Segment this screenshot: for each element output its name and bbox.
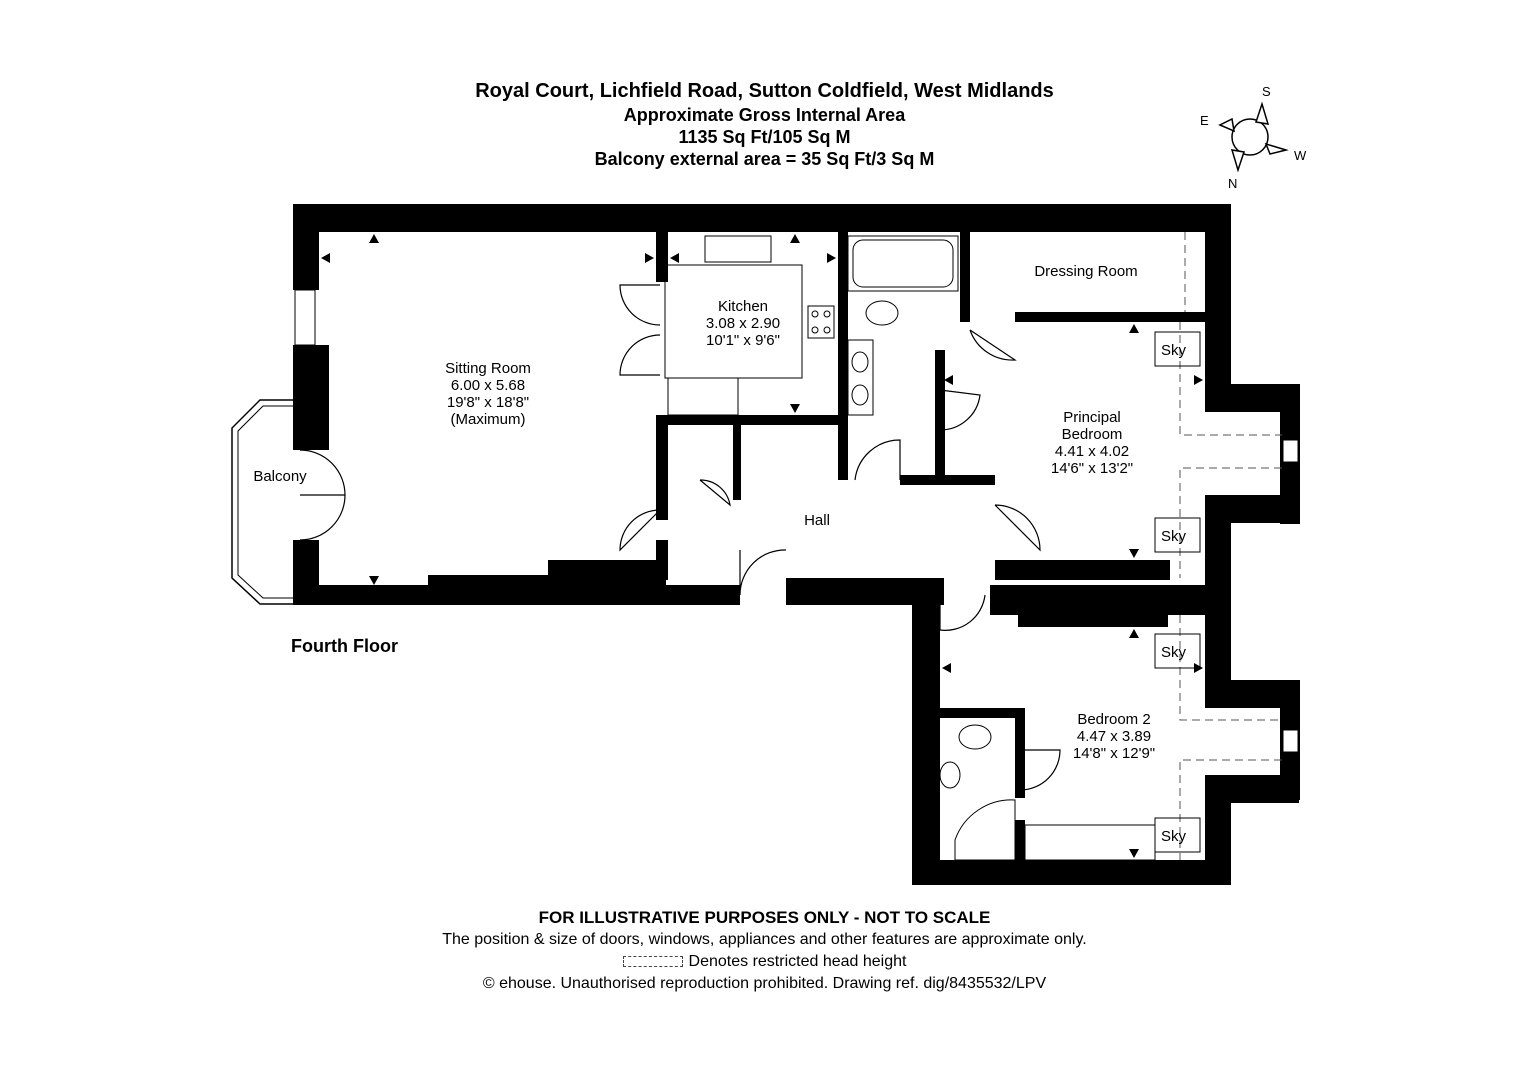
principal-bedroom-name-1: Principal <box>1063 409 1121 426</box>
restricted-head-height <box>1179 232 1282 860</box>
principal-bedroom-name-2: Bedroom <box>1062 426 1123 443</box>
compass-e: E <box>1200 113 1209 128</box>
compass-icon <box>1218 101 1289 173</box>
sitting-room-metric: 6.00 x 5.68 <box>451 377 525 394</box>
walls <box>293 204 1300 885</box>
bedroom2-metric: 4.47 x 3.89 <box>1077 728 1151 745</box>
skylight-label: Sky <box>1161 528 1187 545</box>
skylights <box>1154 331 1201 853</box>
floor-label: Fourth Floor <box>291 636 398 656</box>
plan-address: Royal Court, Lichfield Road, Sutton Cold… <box>475 80 1054 102</box>
disclaimer: FOR ILLUSTRATIVE PURPOSES ONLY - NOT TO … <box>538 908 991 927</box>
bathroom-fittings <box>847 235 1156 861</box>
sitting-room-note: (Maximum) <box>451 411 526 428</box>
compass-s: S <box>1262 84 1271 99</box>
principal-bedroom-imperial: 14'6" x 13'2" <box>1051 460 1133 477</box>
balcony-area: Balcony external area = 35 Sq Ft/3 Sq M <box>594 149 935 169</box>
legend-text: Denotes restricted head height <box>688 953 907 970</box>
bedroom2-imperial: 14'8" x 12'9" <box>1073 745 1155 762</box>
balcony-name: Balcony <box>253 468 307 485</box>
area-value: 1135 Sq Ft/105 Sq M <box>678 127 851 147</box>
dressing-room-name: Dressing Room <box>1034 263 1137 280</box>
dashed-legend-icon <box>622 956 683 968</box>
windows <box>294 289 1299 753</box>
doors <box>299 284 1061 791</box>
skylight-label: Sky <box>1161 342 1187 359</box>
kitchen-metric: 3.08 x 2.90 <box>706 315 780 332</box>
kitchen-imperial: 10'1" x 9'6" <box>706 332 780 349</box>
kitchen-fittings <box>664 235 835 416</box>
principal-bedroom-metric: 4.41 x 4.02 <box>1055 443 1129 460</box>
skylight-label: Sky <box>1161 828 1187 845</box>
sitting-room-name: Sitting Room <box>445 360 531 377</box>
bedroom2-name: Bedroom 2 <box>1077 711 1150 728</box>
position-note: The position & size of doors, windows, a… <box>442 931 1087 948</box>
copyright: © ehouse. Unauthorised reproduction proh… <box>482 975 1047 992</box>
skylight-label: Sky <box>1161 644 1187 661</box>
legend: Denotes restricted head height <box>0 953 1529 971</box>
sitting-room-imperial: 19'8" x 18'8" <box>447 394 529 411</box>
kitchen-name: Kitchen <box>718 298 768 315</box>
balcony-outline <box>231 399 293 605</box>
hall-name: Hall <box>804 512 830 529</box>
area-label: Approximate Gross Internal Area <box>623 105 906 125</box>
compass-w: W <box>1294 148 1307 163</box>
dimension-arrows <box>321 234 1203 858</box>
compass-n: N <box>1228 176 1237 191</box>
